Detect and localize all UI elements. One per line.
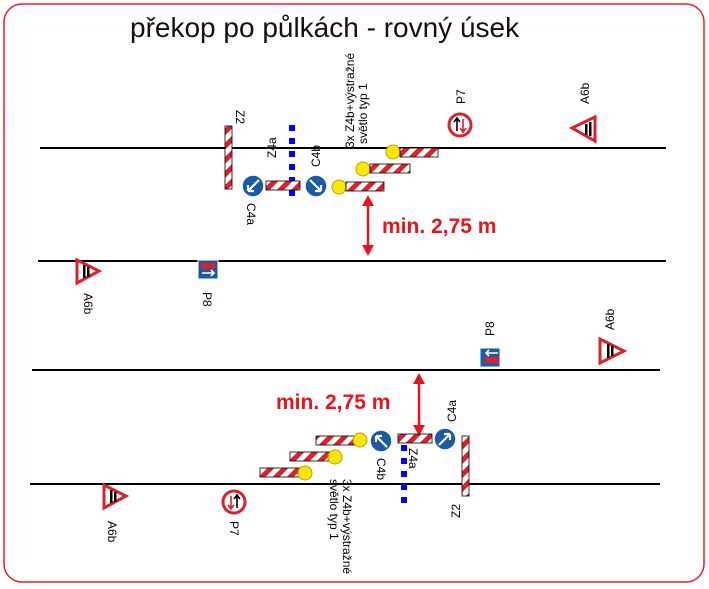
bottom-section: P8 A6b min. 2,75 m C4a Z4a Z2 <box>30 308 660 574</box>
c4a-sign-bottom <box>433 427 457 451</box>
label-lights-line1: 3x Z4b+výstražné <box>343 53 357 148</box>
label-z2-bottom: Z2 <box>449 504 463 518</box>
label-p8-bottom: P8 <box>483 321 497 336</box>
a6b-sign-bottom-upper <box>598 336 628 366</box>
z2-barrier-bottom <box>461 435 470 497</box>
dimension-arrow-bottom <box>413 373 425 436</box>
dimension-arrow-top <box>362 195 374 256</box>
c4b-sign-bottom <box>369 429 393 453</box>
p8-sign <box>197 259 219 280</box>
label-a6b-bottom-upper: A6b <box>603 308 617 330</box>
label-c4a: C4a <box>244 203 258 225</box>
a6b-sign-upper <box>568 114 597 144</box>
dimension-label-top: min. 2,75 m <box>382 215 496 238</box>
frame-border <box>3 3 705 583</box>
a6b-sign-bottom-lower <box>102 482 130 511</box>
z2-barrier <box>224 125 233 190</box>
label-a6b-upper: A6b <box>578 82 592 104</box>
dimension-label-bottom: min. 2,75 m <box>276 391 390 414</box>
p8-sign-bottom <box>479 347 501 368</box>
blue-markers-bottom <box>401 445 407 503</box>
c4b-sign <box>304 174 328 198</box>
label-z4a-bottom: Z4a <box>406 448 420 469</box>
label-a6b-lower: A6b <box>81 293 95 315</box>
label-c4a-bottom: C4a <box>445 400 459 422</box>
c4a-sign <box>241 174 265 198</box>
label-z4a: Z4a <box>265 137 279 158</box>
label-p7-bottom: P7 <box>227 521 241 536</box>
blue-markers <box>289 125 295 196</box>
label-p7: P7 <box>454 89 468 104</box>
label-c4b: C4b <box>309 145 323 167</box>
label-p8: P8 <box>200 292 214 307</box>
label-lights-line2: světlo typ 1 <box>356 83 370 144</box>
z4b-lights-group <box>331 144 439 195</box>
z4a-barrier-bottom <box>397 433 433 444</box>
p7-sign-bottom <box>221 489 247 515</box>
label-c4b-bottom: C4b <box>374 458 388 480</box>
z4a-barrier <box>265 180 301 191</box>
label-a6b-bottom-lower: A6b <box>105 521 119 543</box>
a6b-sign-lower <box>75 257 103 286</box>
p7-sign <box>447 112 473 138</box>
top-section: Z2 C4a Z4a C4b <box>38 53 666 315</box>
z4b-lights-group-bottom <box>259 432 368 481</box>
label-lights-line1-bottom: 3x Z4b+výstražné <box>340 479 354 574</box>
diagram-title: překop po půlkách - rovný úsek <box>130 12 520 43</box>
label-lights-line2-bottom: světlo typ 1 <box>327 479 341 540</box>
label-z2: Z2 <box>233 110 247 124</box>
